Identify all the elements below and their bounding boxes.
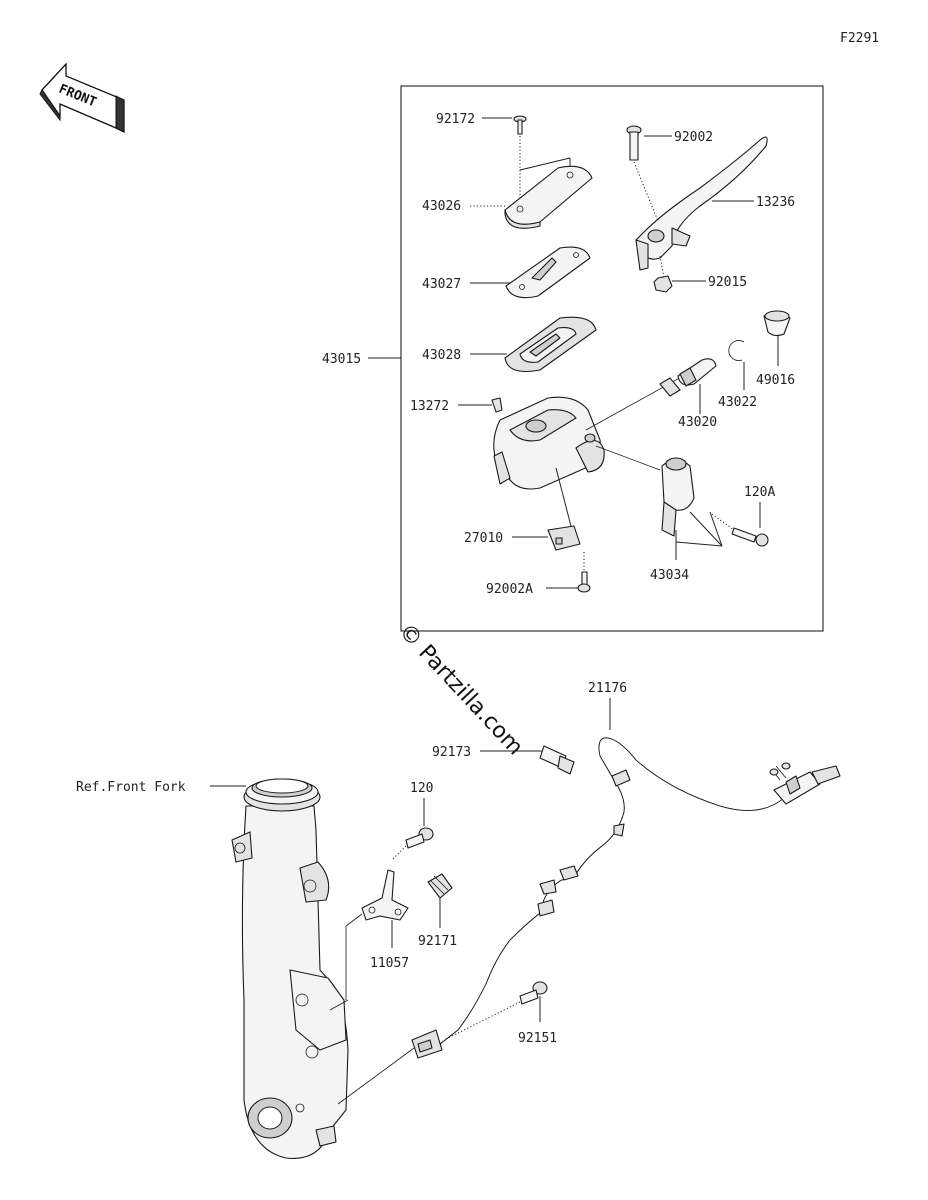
clip-92171 <box>427 873 453 899</box>
label-92151: 92151 <box>518 1031 557 1046</box>
label-27010: 27010 <box>464 531 503 546</box>
front-fork-outer-tube <box>231 778 349 1159</box>
front-arrow-icon: FRONT <box>39 62 125 134</box>
watermark: © Partzilla.com <box>394 619 528 760</box>
screw-13272 <box>491 397 503 413</box>
label-49016: 49016 <box>756 373 795 388</box>
label-43027: 43027 <box>422 277 461 292</box>
label-43026: 43026 <box>422 199 461 214</box>
circlip-43022 <box>728 340 745 361</box>
label-11057: 11057 <box>370 956 409 971</box>
bolt-120A <box>731 527 769 547</box>
label-43020: 43020 <box>678 415 717 430</box>
label-43028: 43028 <box>422 348 461 363</box>
clamp-92173 <box>539 745 575 775</box>
clamp-43034 <box>661 457 695 537</box>
label-92002: 92002 <box>674 130 713 145</box>
label-92015: 92015 <box>708 275 747 290</box>
label-120A: 120A <box>744 485 775 500</box>
label-92002A: 92002A <box>486 582 533 597</box>
bracket-11057 <box>361 869 409 921</box>
label-120: 120 <box>410 781 433 796</box>
brake-lever-13236 <box>635 136 768 271</box>
label-92171: 92171 <box>418 934 457 949</box>
piston-43020 <box>659 358 717 397</box>
bolt-92151 <box>519 981 548 1005</box>
reservoir-cap-43026 <box>504 165 593 229</box>
label-43015: 43015 <box>322 352 361 367</box>
label-ref-front-fork: Ref.Front Fork <box>76 780 186 795</box>
label-43034: 43034 <box>650 568 689 583</box>
label-92173: 92173 <box>432 745 471 760</box>
bolt-120 <box>405 827 434 849</box>
label-13236: 13236 <box>756 195 795 210</box>
plate-43027 <box>505 246 591 299</box>
diagram-code: F2291 <box>840 31 879 46</box>
pivot-bolt-92002 <box>626 125 642 161</box>
label-13272: 13272 <box>410 399 449 414</box>
label-43022: 43022 <box>718 395 757 410</box>
label-21176: 21176 <box>588 681 627 696</box>
nut-92015 <box>653 275 673 293</box>
assembly-box <box>400 85 824 632</box>
label-92172: 92172 <box>436 112 475 127</box>
screw-92002A <box>577 571 591 593</box>
master-cylinder-body <box>493 396 605 490</box>
brake-switch-27010 <box>547 525 581 551</box>
dust-boot-49016 <box>763 310 791 337</box>
screw-92172 <box>513 115 527 135</box>
diaphragm-43028 <box>504 316 597 373</box>
abs-sensor-cable-21176 <box>411 737 841 1059</box>
